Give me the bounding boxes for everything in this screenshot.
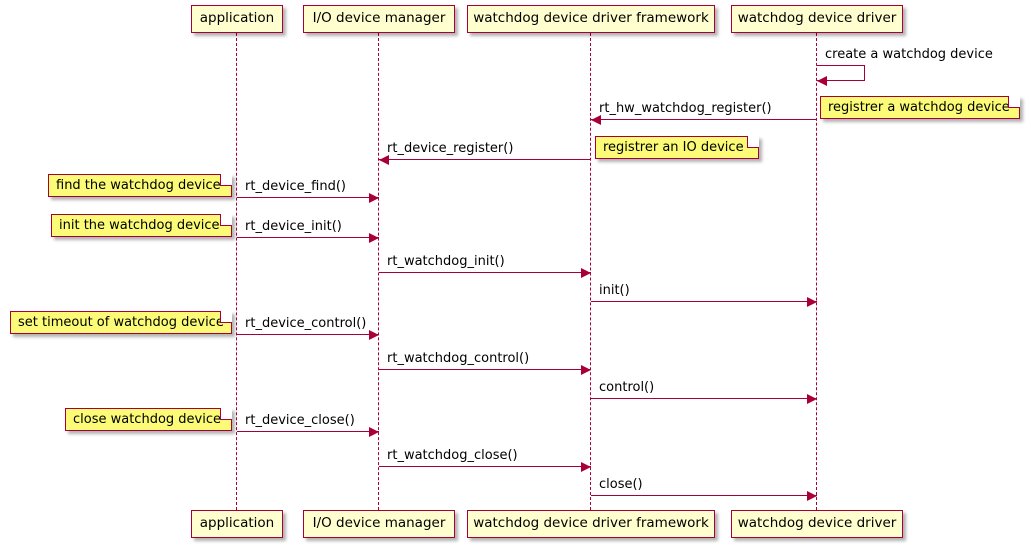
message-line-7 <box>237 334 379 335</box>
note-fold-corner <box>220 311 232 323</box>
arrowhead-left <box>379 155 389 165</box>
message-line-2 <box>379 159 591 160</box>
note-text: registrer a watchdog device <box>828 100 1010 115</box>
message-label: rt_watchdog_init() <box>387 254 505 269</box>
lifeline-driver <box>816 33 817 510</box>
participant-footer-driver[interactable]: watchdog device driver <box>731 510 903 538</box>
message-line-6 <box>591 301 817 302</box>
arrowhead-right <box>581 268 591 278</box>
participant-label: I/O device manager <box>312 10 446 27</box>
note-fold-corner <box>220 174 232 186</box>
message-line-10 <box>237 431 379 432</box>
note-fold-corner <box>747 136 759 148</box>
participant-header-driver[interactable]: watchdog device driver <box>731 5 903 33</box>
participant-label: application <box>199 10 275 27</box>
message-label: create a watchdog device <box>825 47 993 62</box>
message-line-9 <box>591 398 817 399</box>
arrowhead-right <box>807 394 817 404</box>
message-label: rt_hw_watchdog_register() <box>599 101 772 116</box>
arrowhead-right <box>807 297 817 307</box>
message-line-12 <box>591 495 817 496</box>
message-line-11 <box>379 466 591 467</box>
note-3: init the watchdog device <box>51 214 232 237</box>
participant-label: watchdog device driver <box>737 515 897 532</box>
note-text: set timeout of watchdog device <box>18 315 224 330</box>
participant-label: I/O device manager <box>312 515 446 532</box>
lifeline-io_device_manager <box>378 33 379 510</box>
note-text: find the watchdog device <box>56 178 221 193</box>
participant-footer-framework[interactable]: watchdog device driver framework <box>467 510 715 538</box>
participant-footer-application[interactable]: application <box>191 510 283 538</box>
note-5: close watchdog device <box>65 408 232 431</box>
participant-label: application <box>199 515 275 532</box>
note-fold-corner <box>1008 96 1020 108</box>
message-label: close() <box>599 477 643 492</box>
participant-header-application[interactable]: application <box>191 5 283 33</box>
message-label: rt_device_init() <box>245 219 342 234</box>
participant-footer-io_device_manager[interactable]: I/O device manager <box>303 510 455 538</box>
arrowhead-left <box>817 76 827 86</box>
arrowhead-right <box>581 462 591 472</box>
message-label: rt_device_register() <box>387 141 514 156</box>
message-label: init() <box>599 283 630 298</box>
note-fold-corner <box>220 408 232 420</box>
note-4: set timeout of watchdog device <box>10 311 232 334</box>
arrowhead-right <box>369 193 379 203</box>
participant-header-io_device_manager[interactable]: I/O device manager <box>303 5 455 33</box>
message-line-8 <box>379 369 591 370</box>
note-text: registrer an IO device <box>603 140 744 155</box>
arrowhead-right <box>581 365 591 375</box>
note-2: find the watchdog device <box>48 174 232 197</box>
message-line-1 <box>591 119 817 120</box>
message-label: rt_watchdog_close() <box>387 448 518 463</box>
arrowhead-right <box>807 491 817 501</box>
arrowhead-right <box>369 233 379 243</box>
arrowhead-right <box>369 427 379 437</box>
message-line-5 <box>379 272 591 273</box>
message-label: rt_watchdog_control() <box>387 351 530 366</box>
message-label: control() <box>599 380 655 395</box>
message-label: rt_device_close() <box>245 413 355 428</box>
note-0: registrer a watchdog device <box>820 96 1020 119</box>
note-text: close watchdog device <box>73 412 221 427</box>
message-line-3 <box>237 197 379 198</box>
note-1: registrer an IO device <box>595 136 759 159</box>
arrowhead-right <box>369 330 379 340</box>
message-line-4 <box>237 237 379 238</box>
lifeline-application <box>236 33 237 510</box>
participant-label: watchdog device driver framework <box>473 10 709 27</box>
participant-label: watchdog device driver framework <box>473 515 709 532</box>
participant-label: watchdog device driver <box>737 10 897 27</box>
participant-header-framework[interactable]: watchdog device driver framework <box>467 5 715 33</box>
message-label: rt_device_control() <box>245 316 367 331</box>
self-message-0 <box>817 65 865 81</box>
note-fold-corner <box>220 214 232 226</box>
message-label: rt_device_find() <box>245 179 346 194</box>
note-text: init the watchdog device <box>59 218 220 233</box>
arrowhead-left <box>591 115 601 125</box>
